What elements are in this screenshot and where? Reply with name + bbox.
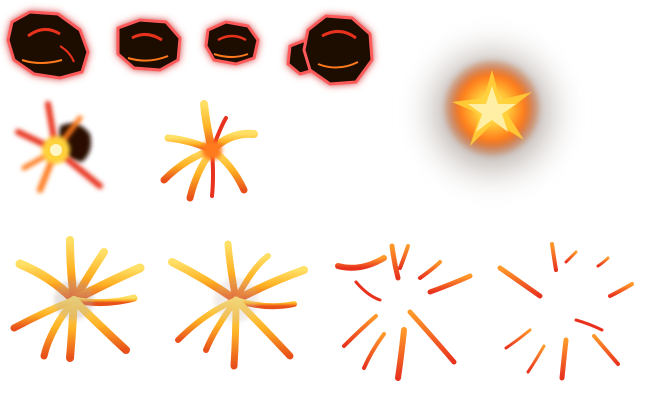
fire-burst-frame-1 [15, 101, 103, 193]
fire-burst-icon [160, 100, 258, 202]
fireball-glow-icon [442, 58, 542, 158]
burning-rock-icon [204, 20, 260, 66]
explosion-glow-frame [402, 22, 582, 202]
ember-rock-frame-4 [286, 14, 374, 86]
burning-rock-icon [6, 10, 90, 80]
fire-burst-icon [10, 236, 145, 362]
burning-rock-icon [116, 18, 182, 72]
fire-burst-icon [168, 240, 308, 370]
burning-rock-icon [286, 14, 374, 86]
fire-burst-frame-5 [335, 243, 473, 381]
fire-burst-icon [15, 101, 103, 193]
ember-rock-frame-2 [116, 18, 182, 72]
fire-burst-frame-6 [497, 242, 634, 381]
ember-rock-frame-3 [204, 20, 260, 66]
fire-burst-frame-4 [168, 240, 308, 370]
fire-burst-frame-3 [10, 236, 145, 362]
fire-burst-icon [497, 242, 634, 381]
ember-rock-frame-1 [6, 10, 90, 80]
fire-burst-frame-2 [160, 100, 258, 202]
fire-burst-icon [335, 243, 473, 381]
